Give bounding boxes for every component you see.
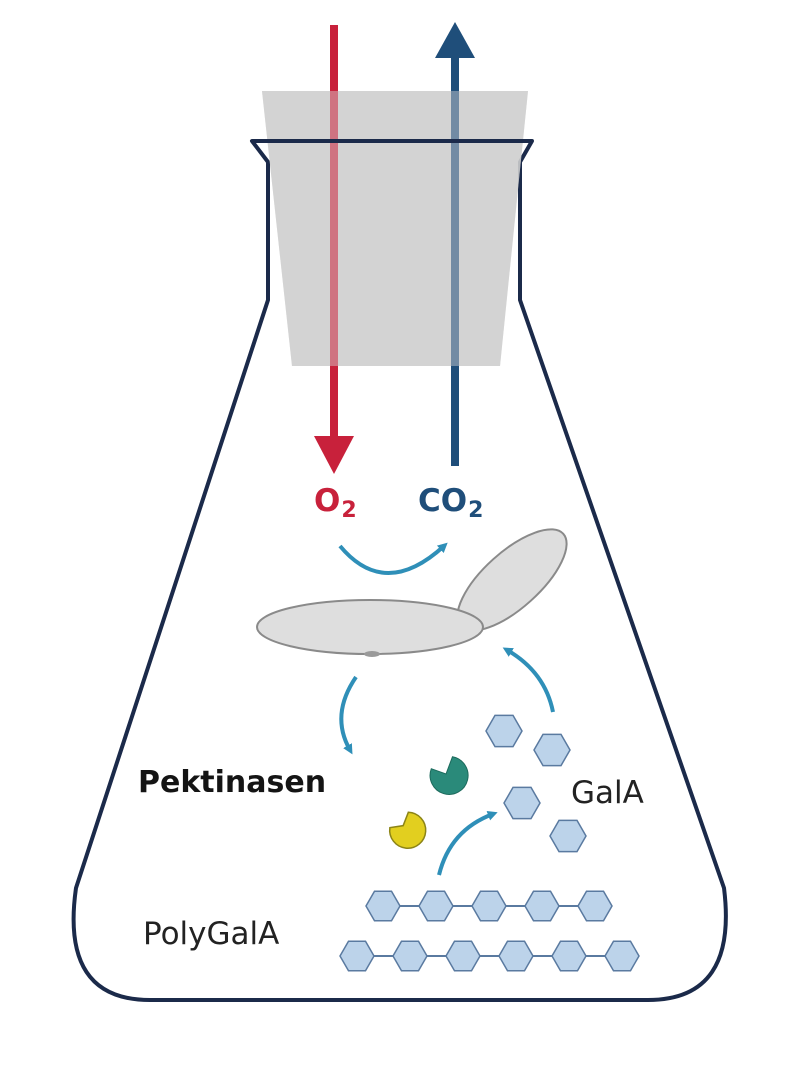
polygala-chain-group <box>339 890 640 972</box>
stopper-icon <box>262 91 528 366</box>
co2-outflow-arrow <box>435 22 475 466</box>
uptake-arrow <box>502 647 555 713</box>
respiration-arrow <box>338 542 448 575</box>
hexagon-icon <box>392 940 428 972</box>
polygala-label: PolyGalA <box>143 916 280 952</box>
pektinasen-label: Pektinasen <box>138 765 327 800</box>
o2-label-main: O <box>314 483 341 519</box>
o2-label: O2 <box>314 483 357 522</box>
hexagon-icon <box>445 940 481 972</box>
stopper-overlay <box>262 91 528 366</box>
hexagon-icon <box>339 940 375 972</box>
hexagon-icon <box>471 890 507 922</box>
hexagon-icon <box>524 890 560 922</box>
hexagon-icon <box>533 733 571 767</box>
hexagon-icon <box>485 714 523 748</box>
enzyme-pacman-icon <box>429 756 469 795</box>
co2-label-subscript: 2 <box>468 498 484 523</box>
hydrolysis-arrow <box>437 811 498 876</box>
o2-inflow-arrow <box>314 25 354 474</box>
co2-label-main: CO <box>418 483 468 519</box>
yeast-cell-icon <box>256 528 568 657</box>
gala-monomer-group <box>485 714 587 853</box>
hexagon-icon <box>503 786 541 820</box>
hexagon-icon <box>577 890 613 922</box>
hexagon-icon <box>498 940 534 972</box>
co2-label: CO2 <box>418 483 483 522</box>
gala-label: GalA <box>571 775 644 811</box>
hexagon-icon <box>551 940 587 972</box>
enzyme-pacman-icon <box>388 811 427 849</box>
hexagon-icon <box>549 819 587 853</box>
o2-label-subscript: 2 <box>341 498 357 523</box>
flask-icon <box>71 139 728 1002</box>
hexagon-icon <box>604 940 640 972</box>
hexagon-icon <box>418 890 454 922</box>
hexagon-icon <box>365 890 401 922</box>
secretion-arrow <box>339 675 358 755</box>
